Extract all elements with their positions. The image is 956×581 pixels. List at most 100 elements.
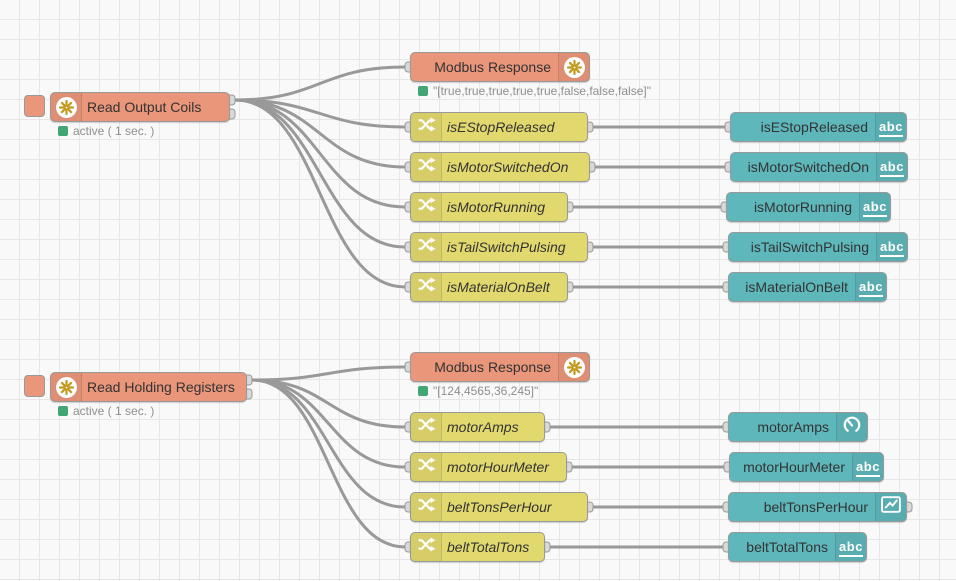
- node-label: isTailSwitchPulsing: [447, 239, 566, 255]
- node-modbus-response-2[interactable]: Modbus Response: [410, 352, 590, 382]
- node-label: isMotorRunning: [753, 199, 852, 215]
- modbus-icon: [55, 96, 77, 118]
- node-label: isTailSwitchPulsing: [750, 239, 869, 255]
- node-ui-is-motor-switched-on[interactable]: abc isMotorSwitchedOn: [730, 152, 908, 182]
- node-icon-area: abc: [859, 193, 890, 221]
- wire[interactable]: [250, 365, 407, 382]
- change-shuffle-icon: [417, 155, 436, 179]
- text-abc-icon-label: abc: [839, 539, 863, 557]
- node-fn-is-tail-switch-pulsing[interactable]: isTailSwitchPulsing: [410, 232, 588, 262]
- node-label: beltTonsPerHour: [763, 499, 868, 515]
- node-icon-area: [836, 413, 867, 441]
- wire[interactable]: [233, 65, 407, 102]
- node-label: motorHourMeter: [743, 459, 845, 475]
- node-label: isMotorSwitchedOn: [447, 159, 569, 175]
- node-icon-area: [558, 353, 589, 381]
- node-label: isEStopReleased: [760, 119, 868, 135]
- node-fn-is-estop-released[interactable]: isEStopReleased: [410, 112, 588, 142]
- text-abc-icon: abc: [859, 278, 883, 297]
- status-dot-icon: [58, 126, 68, 136]
- node-label: isMotorSwitchedOn: [747, 159, 869, 175]
- change-shuffle-icon: [417, 115, 436, 139]
- node-read-output-coils[interactable]: Read Output Coils: [24, 92, 230, 122]
- node-fn-belt-total-tons[interactable]: beltTotalTons: [410, 532, 545, 562]
- node-fn-is-material-on-belt[interactable]: isMaterialOnBelt: [410, 272, 568, 302]
- text-abc-icon-label: abc: [880, 239, 904, 257]
- node-icon-area: [51, 93, 82, 121]
- text-abc-icon-label: abc: [859, 279, 883, 297]
- modbus-icon: [563, 56, 585, 78]
- node-icon-area: [51, 373, 82, 401]
- text-abc-icon: abc: [879, 118, 903, 137]
- node-status: active ( 1 sec. ): [58, 124, 154, 138]
- text-abc-icon-label: abc: [856, 459, 880, 477]
- change-shuffle-icon: [417, 495, 436, 519]
- node-label: isEStopReleased: [447, 119, 555, 135]
- wire[interactable]: [250, 378, 407, 429]
- node-icon-area: abc: [876, 233, 907, 261]
- wire[interactable]: [233, 98, 407, 249]
- node-ui-belt-tons-per-hour[interactable]: beltTonsPerHour: [728, 492, 907, 522]
- node-fn-motor-amps[interactable]: motorAmps: [410, 412, 545, 442]
- text-abc-icon: abc: [880, 158, 904, 177]
- wire[interactable]: [250, 378, 407, 549]
- node-icon-area: abc: [855, 273, 886, 301]
- text-abc-icon-label: abc: [879, 119, 903, 137]
- node-ui-motor-amps[interactable]: motorAmps: [728, 412, 868, 442]
- inject-button[interactable]: [24, 95, 45, 117]
- text-abc-icon: abc: [839, 538, 863, 557]
- change-shuffle-icon: [417, 455, 436, 479]
- node-ui-is-material-on-belt[interactable]: abc isMaterialOnBelt: [728, 272, 887, 302]
- node-read-holding-registers[interactable]: Read Holding Registers: [24, 372, 247, 402]
- node-label: isMaterialOnBelt: [745, 279, 848, 295]
- wire[interactable]: [250, 378, 407, 509]
- node-ui-motor-hour-meter[interactable]: abc motorHourMeter: [729, 452, 884, 482]
- node-icon-area: abc: [876, 153, 907, 181]
- status-dot-icon: [418, 86, 428, 96]
- node-label: motorHourMeter: [447, 459, 549, 475]
- node-modbus-response-1[interactable]: Modbus Response: [410, 52, 590, 82]
- wire[interactable]: [233, 98, 407, 209]
- node-label: beltTotalTons: [447, 539, 530, 555]
- status-dot-icon: [418, 386, 428, 396]
- node-label: isMaterialOnBelt: [447, 279, 550, 295]
- line-chart-icon: [880, 495, 902, 519]
- node-icon-area: [411, 493, 442, 521]
- node-icon-area: [411, 533, 442, 561]
- node-label: Modbus Response: [434, 359, 551, 375]
- wire[interactable]: [233, 98, 407, 129]
- node-icon-area: abc: [875, 113, 906, 141]
- node-icon-area: [875, 493, 906, 521]
- status-dot-icon: [58, 406, 68, 416]
- inject-button[interactable]: [24, 375, 45, 397]
- node-ui-is-tail-switch-pulsing[interactable]: abc isTailSwitchPulsing: [728, 232, 908, 262]
- change-shuffle-icon: [417, 235, 436, 259]
- node-icon-area: [411, 273, 442, 301]
- change-shuffle-icon: [417, 195, 436, 219]
- node-ui-is-motor-running[interactable]: abc isMotorRunning: [726, 192, 891, 222]
- node-ui-is-estop-released[interactable]: abc isEStopReleased: [730, 112, 907, 142]
- node-fn-is-motor-running[interactable]: isMotorRunning: [410, 192, 568, 222]
- wire[interactable]: [250, 378, 407, 469]
- node-status: "[124,4565,36,245]": [418, 384, 538, 398]
- node-fn-belt-tons-per-hour[interactable]: beltTonsPerHour: [410, 492, 588, 522]
- node-fn-motor-hour-meter[interactable]: motorHourMeter: [410, 452, 567, 482]
- node-label: motorAmps: [757, 419, 829, 435]
- text-abc-icon-label: abc: [863, 199, 887, 217]
- wire[interactable]: [233, 98, 407, 169]
- change-shuffle-icon: [417, 275, 436, 299]
- text-abc-icon-label: abc: [880, 159, 904, 177]
- node-status: active ( 1 sec. ): [58, 404, 154, 418]
- wire[interactable]: [233, 98, 407, 289]
- node-label: motorAmps: [447, 419, 519, 435]
- node-icon-area: abc: [852, 453, 883, 481]
- gauge-icon: [842, 415, 862, 440]
- status-text: "[true,true,true,true,true,false,false,f…: [433, 84, 651, 98]
- change-shuffle-icon: [417, 535, 436, 559]
- node-icon-area: [411, 233, 442, 261]
- node-fn-is-motor-switched-on[interactable]: isMotorSwitchedOn: [410, 152, 590, 182]
- node-icon-area: [411, 113, 442, 141]
- node-label: Read Holding Registers: [87, 379, 235, 395]
